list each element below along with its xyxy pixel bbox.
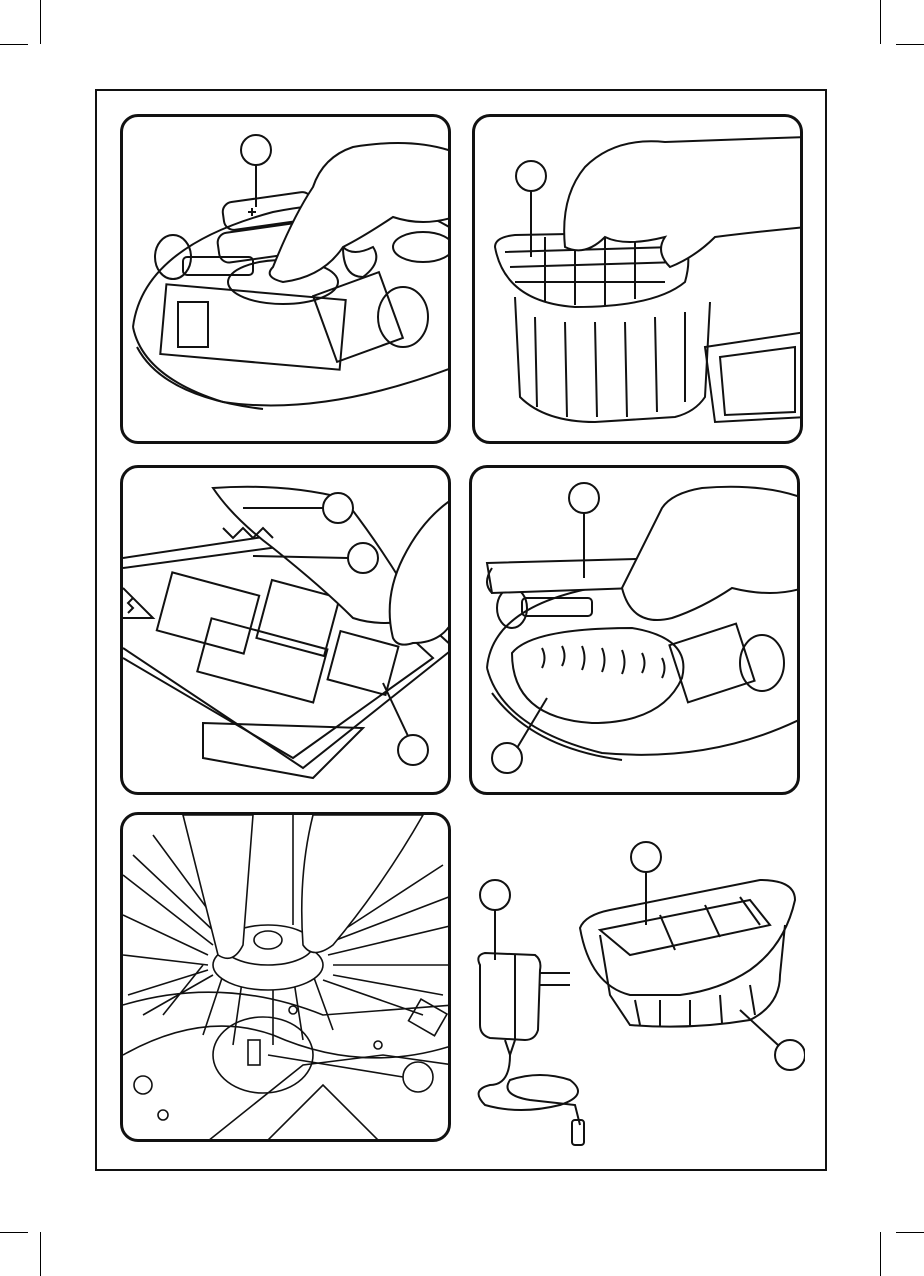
crop-mark — [880, 1232, 881, 1276]
panel-cover — [469, 465, 800, 795]
circle-callout-icon — [323, 493, 353, 523]
panel-side-brush — [120, 812, 451, 1142]
crop-mark — [896, 1232, 924, 1233]
crop-mark — [880, 0, 881, 44]
panel-battery — [120, 114, 451, 444]
crop-mark — [40, 1232, 41, 1276]
circle-callout-icon — [775, 1040, 805, 1070]
hand-icon — [390, 498, 451, 645]
circle-callout-icon — [241, 135, 271, 165]
dustbin-icon — [580, 842, 805, 1070]
crop-mark — [40, 0, 41, 44]
circle-callout-icon — [631, 842, 661, 872]
robot-vacuum-icon — [123, 117, 451, 444]
circle-callout-icon — [348, 543, 378, 573]
panel-mop-pad — [120, 465, 451, 795]
side-brush-icon — [123, 815, 451, 1142]
dustbin-icon — [475, 117, 803, 444]
hand-icon — [183, 815, 253, 958]
mop-pad-icon — [123, 468, 451, 795]
circle-callout-icon — [516, 161, 546, 191]
circle-callout-icon — [403, 1062, 433, 1092]
circle-callout-icon — [569, 483, 599, 513]
hand-icon — [622, 487, 800, 620]
crop-mark — [0, 44, 28, 45]
crop-mark — [0, 1232, 28, 1233]
robot-vacuum-icon — [472, 468, 800, 795]
circle-callout-icon — [398, 735, 428, 765]
power-adapter-icon — [478, 880, 584, 1145]
panel-accessories — [460, 805, 805, 1160]
panel-filter-grid — [472, 114, 803, 444]
circle-callout-icon — [480, 880, 510, 910]
crop-mark — [896, 44, 924, 45]
